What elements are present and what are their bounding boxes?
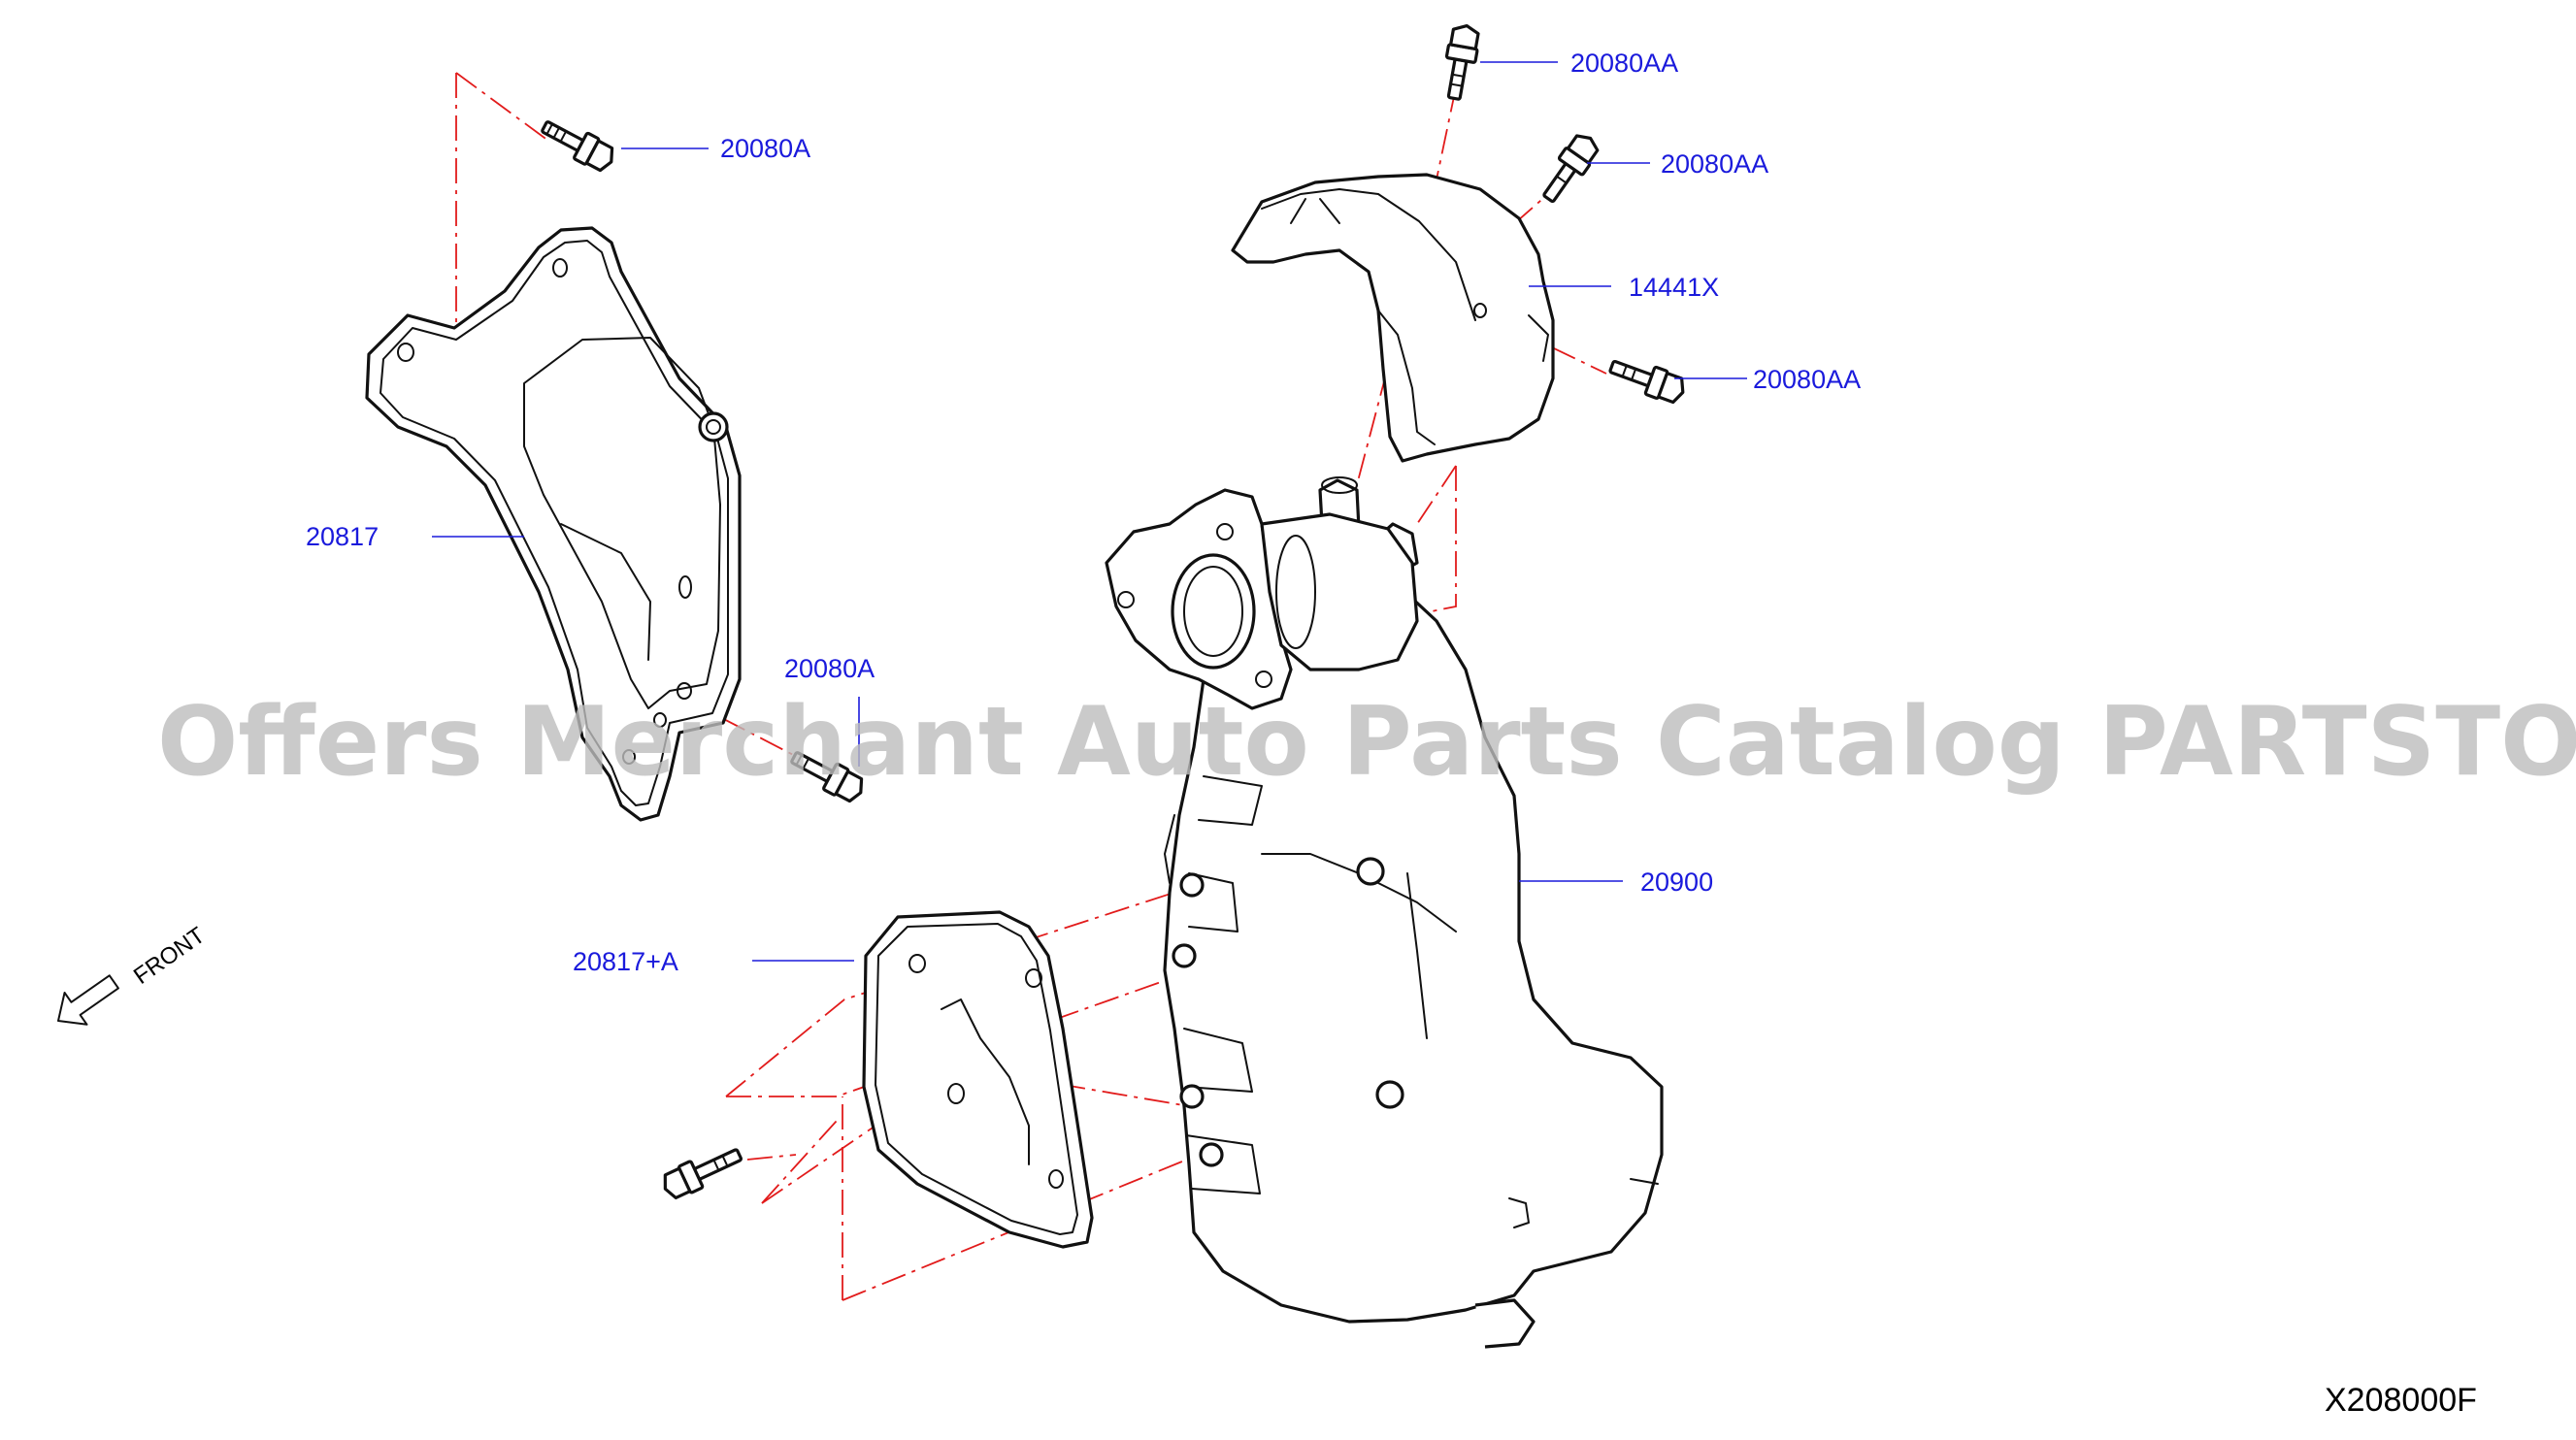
- callout-20080aa-top: 20080AA: [1570, 49, 1678, 78]
- front-arrow-icon: [57, 974, 119, 1026]
- converter-assembly: [1105, 476, 1664, 1349]
- callout-20817: 20817: [306, 522, 379, 551]
- lower-plate: [862, 910, 1094, 1249]
- watermark-text: Offers Merchant Auto Parts Catalog PARTS…: [157, 687, 2576, 798]
- callout-labels: 20080A 20817 20080A 20817+A 20080AA 2008…: [306, 49, 1861, 976]
- callout-leaders: [432, 61, 1747, 962]
- bolt-upper-right: [1542, 134, 1600, 204]
- callout-20080a-mid: 20080A: [784, 654, 875, 683]
- callout-20080a-top: 20080A: [720, 134, 810, 163]
- bolt-top-right: [1444, 23, 1480, 101]
- bolt-right: [1608, 359, 1685, 405]
- bolt-mid-left: [790, 751, 864, 803]
- callout-20080aa-upper: 20080AA: [1661, 149, 1768, 179]
- callout-14441x: 14441X: [1629, 273, 1719, 302]
- bolt-top-left: [541, 120, 614, 173]
- callout-20900: 20900: [1640, 867, 1713, 897]
- callout-20080aa-right: 20080AA: [1753, 365, 1861, 394]
- diagram-id: X208000F: [2325, 1382, 2477, 1419]
- upper-bracket: [365, 226, 742, 822]
- callout-20817a: 20817+A: [573, 947, 678, 976]
- bolt-lower-left: [663, 1148, 743, 1200]
- heat-shield: [1231, 173, 1555, 463]
- front-direction-indicator: FRONT: [57, 922, 210, 1026]
- front-label: FRONT: [129, 922, 210, 990]
